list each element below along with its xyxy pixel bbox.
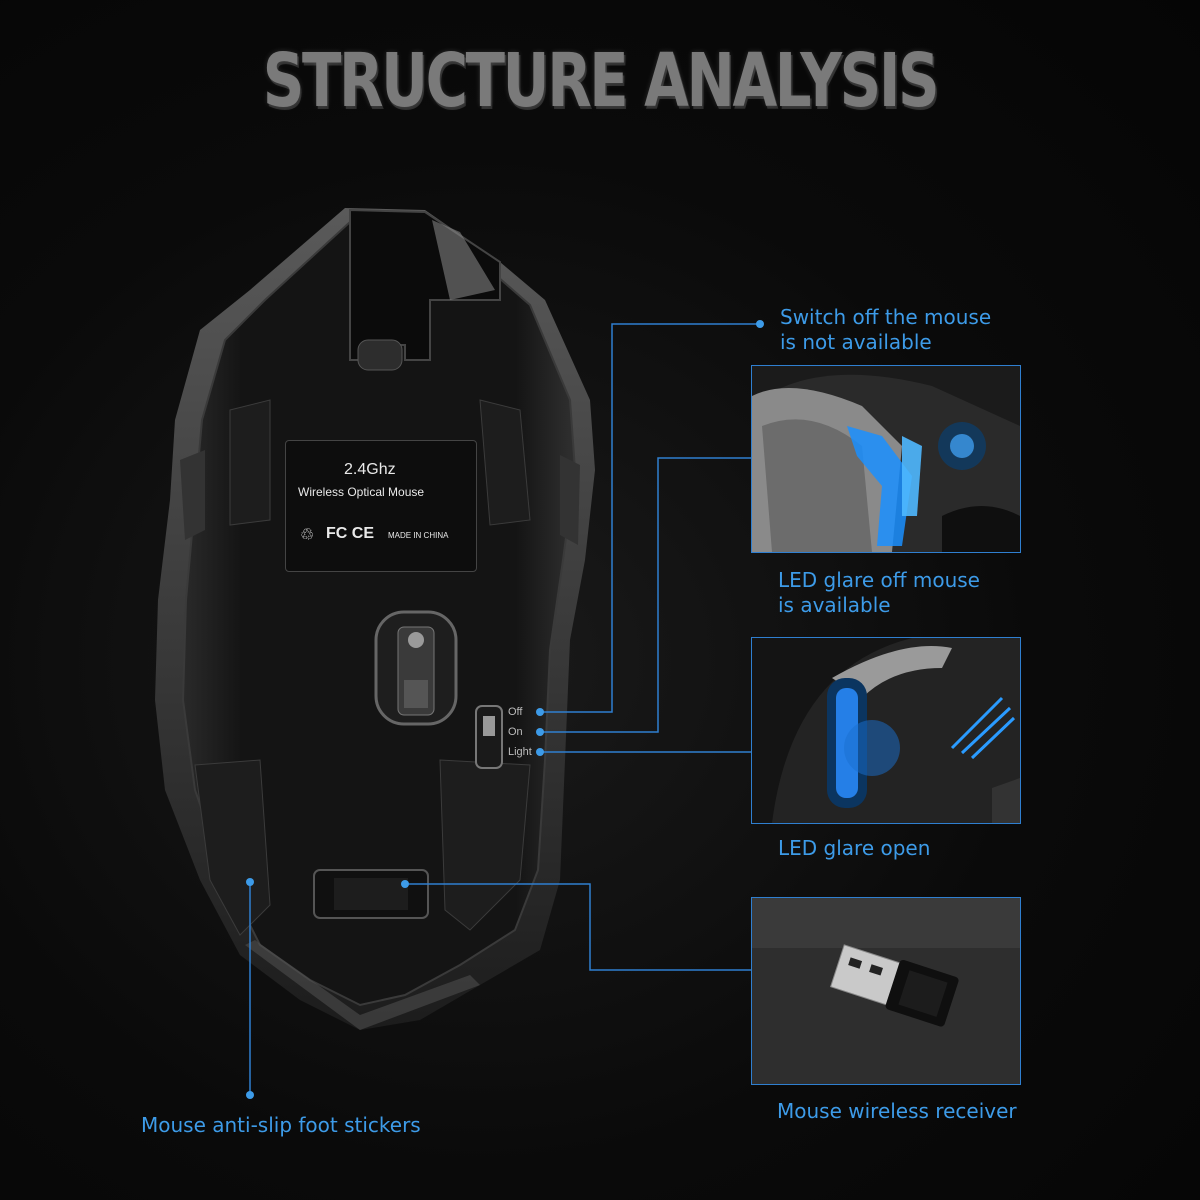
dot-foot-top [246, 878, 254, 886]
dot-foot-bottom [246, 1091, 254, 1099]
mouse-led-image [752, 638, 1020, 823]
callout-led-off-line1: LED glare off mouse [778, 568, 980, 592]
callout-led-open: LED glare open [778, 836, 931, 860]
certification-text: FC CE [326, 525, 374, 542]
switch-label-light: Light [508, 746, 532, 758]
dot-switch-off-end [756, 320, 764, 328]
dot-led-open [536, 748, 544, 756]
callout-led-off-line2: is available [778, 593, 891, 617]
usb-receiver-image [752, 898, 1020, 1084]
dot-switch-off [536, 708, 544, 716]
dot-led-off [536, 728, 544, 736]
callout-switch-off-line2: is not available [780, 330, 932, 354]
callout-foot-stickers: Mouse anti-slip foot stickers [141, 1113, 421, 1137]
product-name-text: Wireless Optical Mouse [298, 485, 425, 499]
callout-switch-off: Switch off the mouse is not available [780, 305, 991, 355]
frequency-text: 2.4Ghz [344, 461, 396, 478]
headline: STRUCTURE ANALYSIS [262, 38, 940, 124]
callout-switch-off-line1: Switch off the mouse [780, 305, 992, 329]
photo-led-off [751, 365, 1021, 553]
line-receiver [405, 883, 752, 971]
disposal-icon: ♲ [300, 527, 315, 544]
product-sticker: 2.4Ghz Wireless Optical Mouse ♲ FC CE MA… [285, 440, 477, 572]
callout-receiver: Mouse wireless receiver [777, 1099, 1017, 1123]
mouse-closeup-image [752, 366, 1020, 552]
callout-led-off: LED glare off mouse is available [778, 568, 980, 618]
dot-receiver [401, 880, 409, 888]
switch-label-off: Off [508, 706, 523, 718]
photo-receiver [751, 897, 1021, 1085]
photo-led-open [751, 637, 1021, 824]
switch-label-on: On [508, 726, 523, 738]
line-switch-off [540, 323, 760, 713]
origin-text: MADE IN CHINA [388, 531, 449, 540]
line-led-off [540, 457, 752, 733]
